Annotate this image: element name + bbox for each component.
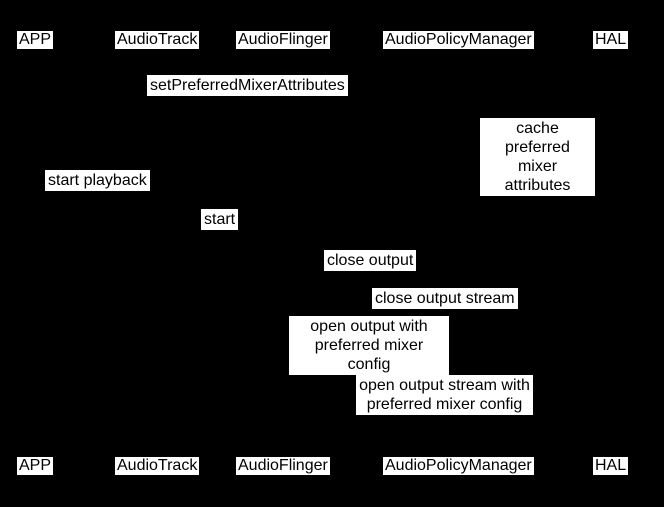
participant-bottom-audiopolicymanager: AudioPolicyManager — [383, 457, 534, 475]
message-open-output-stream-with-preferred-mixer-config: open output stream with preferred mixer … — [356, 375, 533, 415]
message-cache-preferred-mixer-attributes: cache preferred mixer attributes — [480, 118, 595, 196]
participant-top-hal: HAL — [593, 31, 629, 49]
participant-top-audiotrack: AudioTrack — [115, 31, 200, 49]
participant-bottom-hal: HAL — [593, 457, 629, 475]
message-close-output-stream: close output stream — [372, 288, 518, 309]
participant-top-audioflinger: AudioFlinger — [236, 31, 330, 49]
message-close-output: close output — [324, 250, 417, 271]
participant-bottom-audioflinger: AudioFlinger — [236, 457, 330, 475]
message-open-output-with-preferred-mixer-config: open output with preferred mixer config — [289, 316, 449, 375]
message-start-playback: start playback — [45, 170, 150, 191]
participant-bottom-audiotrack: AudioTrack — [115, 457, 200, 475]
participant-top-audiopolicymanager: AudioPolicyManager — [383, 31, 534, 49]
message-set-preferred-mixer-attributes: setPreferredMixerAttributes — [147, 75, 348, 96]
participant-top-app: APP — [17, 31, 54, 49]
message-start: start — [201, 209, 239, 230]
participant-bottom-app: APP — [17, 457, 54, 475]
